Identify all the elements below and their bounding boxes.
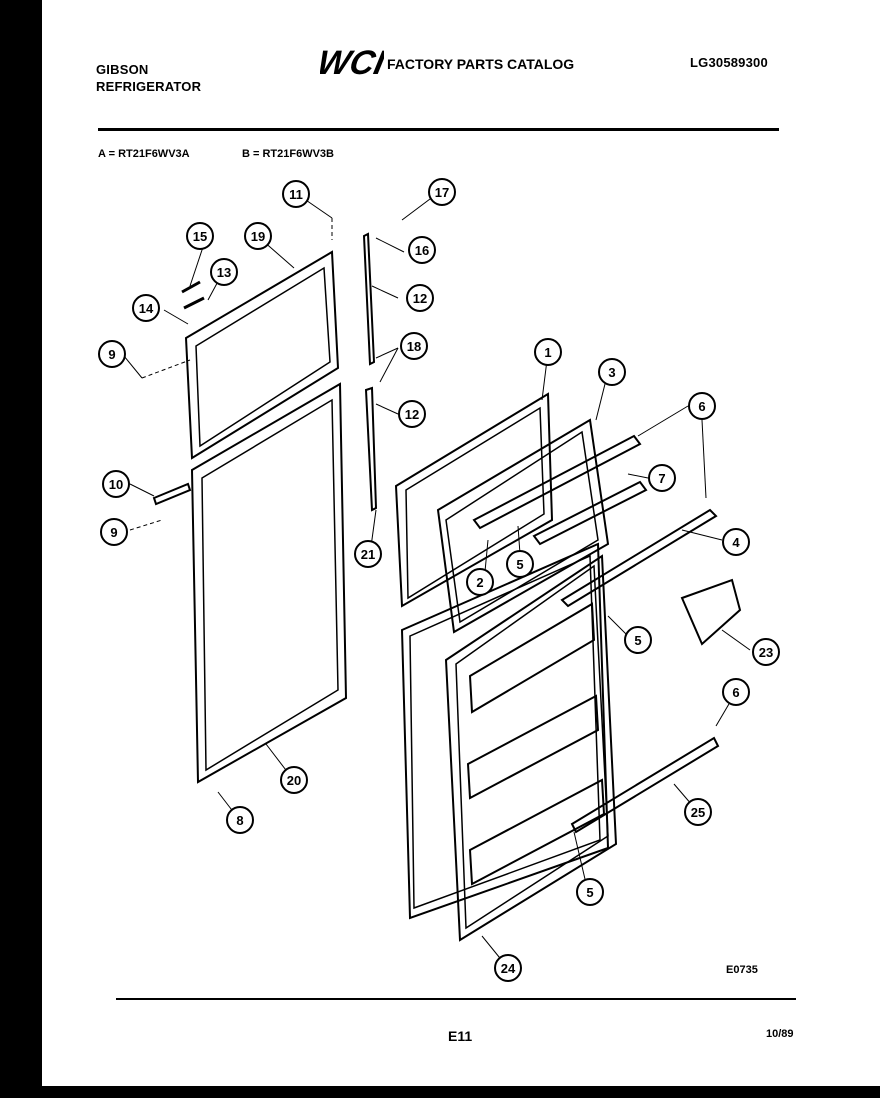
callout-19: 19 <box>244 222 272 250</box>
svg-text:17: 17 <box>435 185 449 200</box>
svg-text:15: 15 <box>193 229 207 244</box>
svg-text:21: 21 <box>361 547 375 562</box>
svg-text:11: 11 <box>289 187 303 202</box>
svg-text:5: 5 <box>634 633 641 648</box>
catalog-number: LG30589300 <box>690 55 768 70</box>
svg-text:9: 9 <box>110 525 117 540</box>
callout-15: 15 <box>186 222 214 250</box>
fresh-food-inner-door <box>444 554 618 942</box>
callout-9-lower: 9 <box>100 518 128 546</box>
svg-text:14: 14 <box>139 301 154 316</box>
callout-4: 4 <box>722 528 750 556</box>
product-type: REFRIGERATOR <box>96 79 202 94</box>
svg-text:5: 5 <box>516 557 523 572</box>
trim-piece <box>680 578 742 646</box>
fresh-food-gasket <box>190 382 348 784</box>
upper-hinge-strip <box>362 232 376 366</box>
svg-text:9: 9 <box>108 347 115 362</box>
callout-6-lower: 6 <box>722 678 750 706</box>
svg-text:12: 12 <box>405 407 419 422</box>
callout-18: 18 <box>400 332 428 360</box>
bottom-shelf-bar <box>570 736 720 834</box>
svg-text:19: 19 <box>251 229 265 244</box>
catalog-page: GIBSON REFRIGERATOR WCI FACTORY PARTS CA… <box>42 0 880 1098</box>
door-shelf-bar <box>560 508 718 608</box>
callout-24: 24 <box>494 954 522 982</box>
callout-bubbles: 11 17 15 19 16 13 14 12 9 18 1 12 3 6 10… <box>98 178 780 982</box>
callout-12-lower: 12 <box>398 400 426 428</box>
door-parts <box>152 232 742 942</box>
svg-text:7: 7 <box>658 471 665 486</box>
header-rule <box>98 128 779 131</box>
callout-6-upper: 6 <box>688 392 716 420</box>
callout-1: 1 <box>534 338 562 366</box>
svg-text:2: 2 <box>476 575 483 590</box>
svg-text:12: 12 <box>413 291 427 306</box>
callout-2: 2 <box>466 568 494 596</box>
logo-text: WCI <box>320 44 384 80</box>
svg-text:16: 16 <box>415 243 429 258</box>
svg-text:6: 6 <box>698 399 705 414</box>
callout-10: 10 <box>102 470 130 498</box>
callout-21: 21 <box>354 540 382 568</box>
svg-text:1: 1 <box>544 345 551 360</box>
svg-text:25: 25 <box>691 805 705 820</box>
leader-lines <box>123 195 751 969</box>
page-code: E11 <box>448 1028 473 1044</box>
callout-8: 8 <box>226 806 254 834</box>
footer-rule <box>116 998 796 1000</box>
callout-5-upper: 5 <box>506 550 534 578</box>
callout-25: 25 <box>684 798 712 826</box>
callout-13: 13 <box>210 258 238 286</box>
callout-9-upper: 9 <box>98 340 126 368</box>
svg-text:8: 8 <box>236 813 243 828</box>
svg-text:13: 13 <box>217 265 231 280</box>
wci-logo: WCI <box>320 44 384 80</box>
svg-text:20: 20 <box>287 773 301 788</box>
callout-16: 16 <box>408 236 436 264</box>
lower-hinge-strip <box>364 386 378 512</box>
callout-17: 17 <box>428 178 456 206</box>
svg-text:3: 3 <box>608 365 615 380</box>
freezer-shelf-bar <box>472 434 642 530</box>
model-b: B = RT21F6WV3B <box>242 148 334 160</box>
hinge-pin <box>152 482 192 506</box>
callout-7: 7 <box>648 464 676 492</box>
callout-3: 3 <box>598 358 626 386</box>
freezer-gasket <box>184 250 340 460</box>
callout-5-lower: 5 <box>576 878 604 906</box>
svg-text:24: 24 <box>501 961 516 976</box>
callout-5-mid: 5 <box>624 626 652 654</box>
svg-text:10: 10 <box>109 477 123 492</box>
catalog-title: FACTORY PARTS CATALOG <box>387 56 575 72</box>
svg-text:4: 4 <box>732 535 740 550</box>
bottom-border <box>42 1086 880 1098</box>
freezer-liner-gasket <box>394 392 554 608</box>
svg-text:6: 6 <box>732 685 739 700</box>
callout-11: 11 <box>282 180 310 208</box>
callout-20: 20 <box>280 766 308 794</box>
brand-name: GIBSON <box>96 62 149 77</box>
drawing-code: E0735 <box>726 964 758 976</box>
revision-date: 10/89 <box>766 1028 794 1040</box>
callout-14: 14 <box>132 294 160 322</box>
exploded-door-diagram: 11 17 15 19 16 13 14 12 9 18 1 12 3 6 10… <box>98 178 780 982</box>
callout-23: 23 <box>752 638 780 666</box>
svg-text:5: 5 <box>586 885 593 900</box>
callout-12-upper: 12 <box>406 284 434 312</box>
svg-text:23: 23 <box>759 645 773 660</box>
svg-text:18: 18 <box>407 339 421 354</box>
freezer-inner-door <box>436 418 610 634</box>
model-a: A = RT21F6WV3A <box>98 148 190 160</box>
